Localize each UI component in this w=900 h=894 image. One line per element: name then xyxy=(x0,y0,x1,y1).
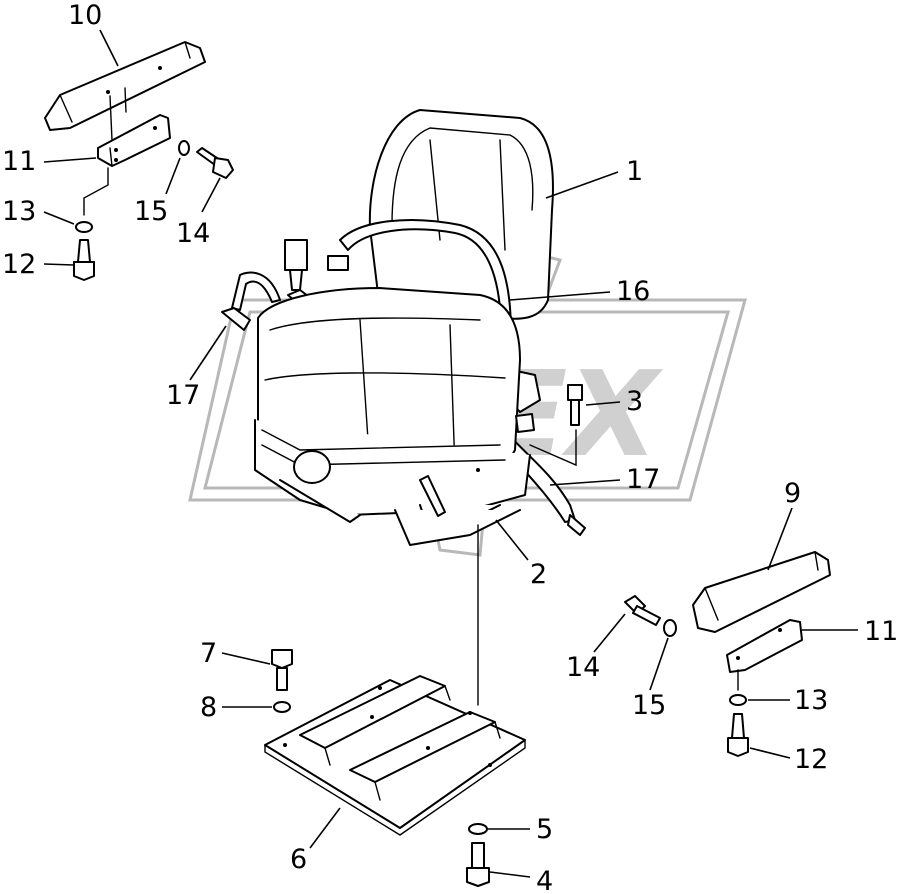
callout-13-right: 13 xyxy=(794,685,828,716)
callout-3: 3 xyxy=(626,386,643,417)
leader-lines xyxy=(43,29,858,878)
belt-buckle-left xyxy=(221,239,309,331)
washer-right-13 xyxy=(729,694,747,706)
bolt-3 xyxy=(529,384,583,467)
washer-right-15 xyxy=(663,619,677,637)
callout-13-left: 13 xyxy=(2,196,36,227)
bolt-left-14 xyxy=(196,147,234,179)
washer-5 xyxy=(468,823,488,835)
callout-15-left: 15 xyxy=(134,196,168,227)
callout-16: 16 xyxy=(616,276,650,307)
callout-11-left: 11 xyxy=(2,146,36,177)
callout-2: 2 xyxy=(530,559,547,590)
armrest-left xyxy=(44,41,206,141)
bolt-4 xyxy=(466,842,490,887)
callout-17-right: 17 xyxy=(626,464,660,495)
armrest-right xyxy=(692,551,831,633)
callout-5: 5 xyxy=(536,814,553,845)
callout-10: 10 xyxy=(68,0,102,31)
callout-14-left: 14 xyxy=(176,218,210,249)
callout-15-right: 15 xyxy=(632,690,666,721)
seat-suspension-frame xyxy=(254,419,531,546)
callout-9: 9 xyxy=(784,478,801,509)
bracket-right xyxy=(726,619,803,691)
callout-11-right: 11 xyxy=(864,616,898,647)
bolt-right-12 xyxy=(727,713,749,757)
bracket-left xyxy=(83,114,171,216)
callout-12-left: 12 xyxy=(2,249,36,280)
bolt-right-14 xyxy=(624,595,661,626)
callout-14-right: 14 xyxy=(566,652,600,683)
seat-backrest xyxy=(368,109,554,320)
base-plate xyxy=(264,675,526,836)
callout-4: 4 xyxy=(536,866,553,894)
washer-left-13 xyxy=(75,221,93,233)
callout-8: 8 xyxy=(200,692,217,723)
clip-right-17 xyxy=(515,413,535,433)
washer-left-15 xyxy=(178,140,190,156)
callout-12-right: 12 xyxy=(794,744,828,775)
washer-8 xyxy=(273,701,291,713)
callout-17-left: 17 xyxy=(166,380,200,411)
bolt-left-12 xyxy=(73,239,95,281)
callout-6: 6 xyxy=(290,844,307,875)
callout-7: 7 xyxy=(200,638,217,669)
bolt-7 xyxy=(271,649,293,691)
callout-1: 1 xyxy=(626,156,643,187)
